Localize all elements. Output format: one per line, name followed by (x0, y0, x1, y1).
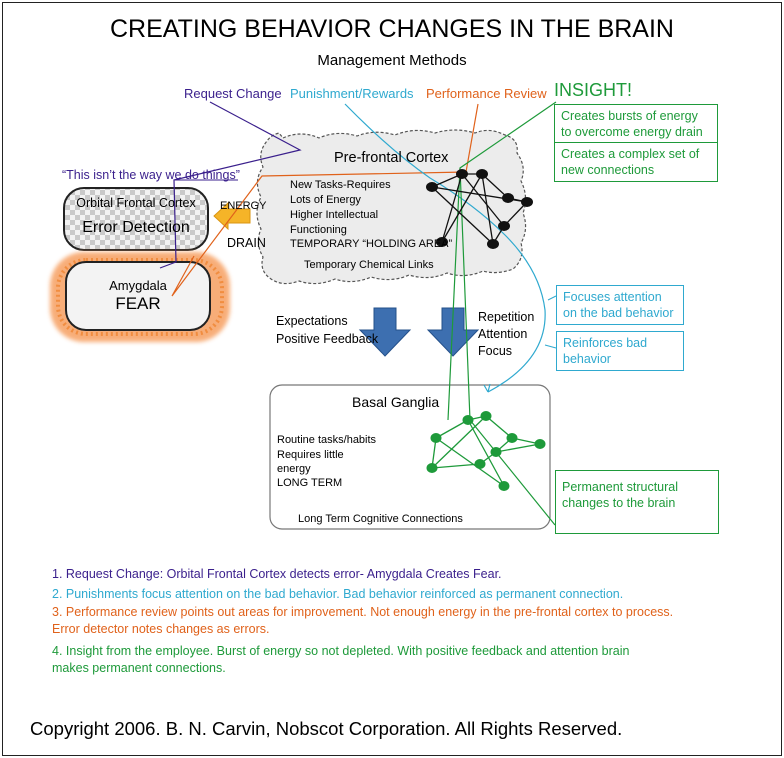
note-insight: 4. Insight from the employee. Burst of e… (52, 644, 630, 658)
insight-box-connections: Creates a complex set of new connections (554, 142, 718, 182)
fear-label: FEAR (115, 294, 161, 313)
punishment-rewards-label: Punishment/Rewards (290, 86, 414, 101)
basal-ganglia-title: Basal Ganglia (352, 394, 440, 410)
prefrontal-line-2: Lots of Energy (290, 194, 361, 206)
basal-line-1: Routine tasks/habits (277, 434, 377, 446)
basal-line-4: LONG TERM (277, 477, 343, 489)
energy-label: ENERGY (220, 200, 267, 212)
drain-label: DRAIN (227, 236, 266, 250)
reinforces-behavior-box: Reinforces bad behavior (556, 331, 684, 371)
basal-network-nodes (426, 411, 546, 491)
prefrontal-network-nodes (426, 169, 533, 249)
insight-box-energy: Creates bursts of energy to overcome ene… (554, 104, 718, 144)
expectations-label: Expectations (276, 314, 348, 328)
prefrontal-cloud (256, 129, 527, 285)
basal-network-links (431, 415, 541, 487)
copyright-notice: Copyright 2006. B. N. Carvin, Nobscot Co… (30, 718, 623, 739)
basal-line-3: energy (277, 463, 311, 475)
prefrontal-line-5: TEMPORARY “HOLDING AREA” (290, 238, 453, 250)
note-request-change: 1. Request Change: Orbital Frontal Corte… (52, 567, 502, 581)
error-detection-label: Error Detection (82, 219, 190, 236)
insight-label: INSIGHT! (554, 80, 633, 100)
repetition-label: Repetition (478, 310, 535, 324)
prefrontal-title: Pre-frontal Cortex (334, 150, 449, 166)
right-down-arrow (426, 307, 480, 357)
performance-review-label: Performance Review (426, 86, 547, 101)
note-performance-review: 3. Performance review points out areas f… (52, 605, 674, 619)
performance-review-path (171, 103, 479, 297)
note-permanent-connections: makes permanent connections. (52, 661, 226, 675)
request-change-label: Request Change (184, 86, 282, 101)
permanent-changes-box: Permanent structural changes to the brai… (555, 470, 719, 534)
cyan-connector-2 (544, 344, 557, 349)
orbital-cortex-title: Orbital Frontal Cortex (76, 196, 196, 210)
punishment-arrowhead (483, 383, 491, 393)
page-title: CREATING BEHAVIOR CHANGES IN THE BRAIN (110, 15, 674, 43)
cyan-connector-1 (547, 295, 557, 301)
resistance-quote: “This isn’t the way we do things” (62, 168, 240, 182)
note-punishments: 2. Punishments focus attention on the ba… (52, 587, 624, 601)
prefrontal-footer: Temporary Chemical Links (304, 259, 434, 271)
page-subtitle: Management Methods (317, 52, 467, 69)
focuses-attention-box: Focuses attention on the bad behavior (556, 285, 684, 325)
left-down-arrow (358, 307, 412, 357)
basal-line-2: Requires little (277, 449, 344, 461)
focus-label: Focus (478, 344, 513, 358)
prefrontal-line-1: New Tasks-Requires (290, 179, 391, 191)
basal-footer: Long Term Cognitive Connections (298, 513, 463, 525)
punishment-path (344, 103, 546, 393)
amygdala-box (65, 261, 211, 331)
amygdala-title: Amygdala (109, 278, 167, 293)
prefrontal-line-4: Functioning (290, 224, 347, 236)
attention-label: Attention (478, 327, 528, 341)
note-error-detector: Error detector notes changes as errors. (52, 622, 270, 636)
orbital-cortex-box (63, 187, 209, 251)
positive-feedback-label: Positive Feedback (276, 332, 379, 346)
prefrontal-line-3: Higher Intellectual (290, 209, 379, 221)
